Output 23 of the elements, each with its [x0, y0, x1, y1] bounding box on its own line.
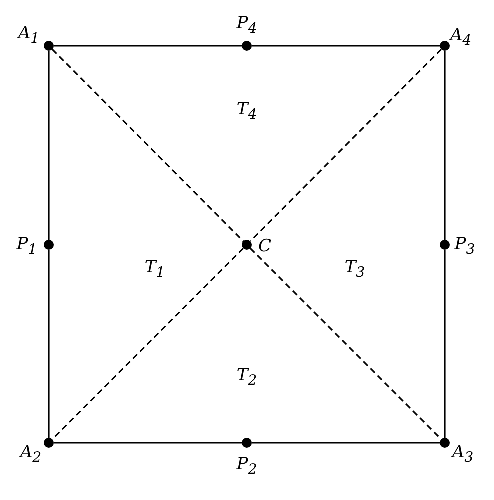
dashed-line: [52, 48, 244, 242]
point-label: P$_{4}$: [236, 16, 258, 36]
solid-line: [54, 45, 242, 47]
point-label: A$_{1}$: [18, 26, 40, 46]
point-label: A$_{3}$: [452, 444, 474, 466]
point-label: P$_{1}$: [16, 236, 38, 258]
point-label: A$_{2}$: [20, 444, 42, 466]
point-label: P$_{3}$: [454, 236, 476, 258]
point-label: A$_{4}$: [450, 28, 472, 48]
solid-line: [444, 250, 446, 438]
solid-line: [54, 442, 242, 444]
solid-line: [252, 442, 440, 444]
dashed-line: [250, 48, 442, 242]
region-label: T$_{2}$: [236, 368, 258, 388]
region-label: T$_{4}$: [236, 102, 258, 122]
solid-line: [48, 250, 50, 438]
solid-line: [252, 45, 440, 47]
point-label: P$_{2}$: [236, 456, 258, 478]
region-label: T$_{1}$: [144, 260, 166, 280]
solid-line: [444, 51, 446, 240]
solid-line: [48, 51, 50, 240]
point-label: C: [258, 238, 272, 256]
region-label: T$_{3}$: [344, 260, 366, 280]
